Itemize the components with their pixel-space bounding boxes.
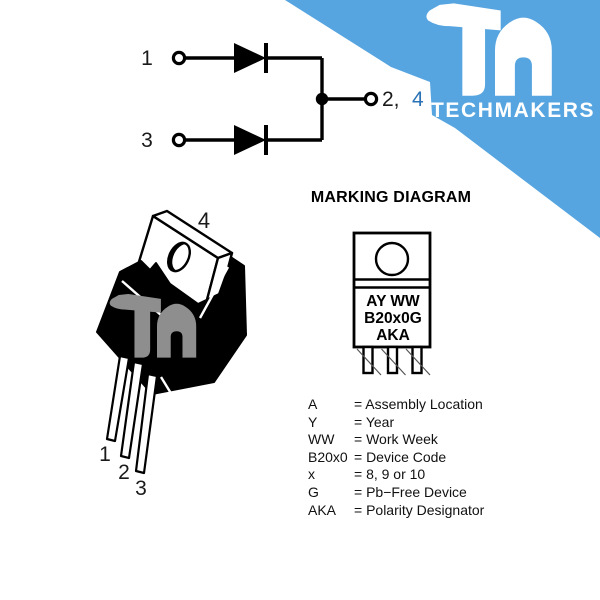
legend-symbol: WW bbox=[308, 431, 335, 448]
terminal-pin3 bbox=[171, 132, 187, 148]
common-pin4-label: 4 bbox=[412, 88, 424, 111]
legend-value: = Work Week bbox=[354, 431, 438, 448]
legend-row: A = Assembly Location bbox=[308, 396, 538, 414]
legend-value: = Polarity Designator bbox=[354, 501, 485, 518]
legend-value: = Device Code bbox=[354, 448, 447, 465]
legend-symbol: B20x0 bbox=[308, 448, 348, 465]
marking-line-2: B20x0G bbox=[364, 310, 422, 327]
marking-legend: A = Assembly Location Y = Year WW = Work We… bbox=[308, 396, 538, 519]
legend-symbol: G bbox=[308, 483, 319, 500]
legend-symbol: A bbox=[308, 396, 318, 412]
legend-value: = Pb−Free Device bbox=[354, 483, 467, 500]
marking-diagram-title: MARKING DIAGRAM bbox=[310, 189, 472, 206]
terminal-common bbox=[363, 91, 379, 107]
lead3-label: 3 bbox=[135, 477, 147, 500]
terminal-pin1 bbox=[171, 50, 187, 66]
legend-symbol: Y bbox=[308, 413, 318, 430]
lead-1 bbox=[105, 354, 131, 443]
banner-triangle bbox=[285, 0, 600, 238]
lead-3 bbox=[134, 372, 159, 475]
lead-hatch-marks bbox=[356, 348, 431, 376]
pin1-label: 1 bbox=[141, 47, 153, 70]
front-lead-1 bbox=[362, 345, 374, 375]
marking-line-1: AY WW bbox=[366, 293, 420, 310]
brand-name: TECHMAKERS bbox=[431, 99, 595, 122]
legend-symbol: x bbox=[308, 466, 315, 483]
legend-row: Y = Year bbox=[308, 414, 538, 432]
pin3-label: 3 bbox=[141, 129, 153, 152]
legend-row: WW = Work Week bbox=[308, 431, 538, 449]
junction-dot bbox=[315, 92, 329, 106]
legend-value: = 8, 9 or 10 bbox=[354, 466, 426, 483]
lead-2 bbox=[119, 360, 145, 460]
legend-value: = Assembly Location bbox=[354, 396, 483, 412]
legend-symbol: AKA bbox=[308, 501, 337, 518]
legend-row: G = Pb−Free Device bbox=[308, 484, 538, 502]
front-lead-3 bbox=[411, 345, 423, 375]
mounting-hole bbox=[167, 241, 193, 273]
tab-hole bbox=[374, 241, 410, 277]
legend-row: x = 8, 9 or 10 bbox=[308, 466, 538, 484]
marking-line-3: AKA bbox=[376, 327, 410, 344]
legend-row: AKA = Polarity Designator bbox=[308, 502, 538, 520]
tab-pin4-label: 4 bbox=[198, 208, 210, 233]
diode1-anode-triangle bbox=[234, 43, 266, 73]
circuit-schematic: 1 3 2, 4 bbox=[141, 43, 424, 155]
common-pins-label: 2, bbox=[382, 88, 400, 111]
brand-banner: TECHMAKERS bbox=[285, 0, 600, 238]
diode2-anode-triangle bbox=[234, 125, 266, 155]
package-3d-drawing: 4 1 2 3 bbox=[96, 208, 247, 500]
lead2-label: 2 bbox=[118, 461, 130, 484]
lead1-label: 1 bbox=[99, 443, 111, 466]
marking-package-front: AY WW B20x0G AKA bbox=[352, 231, 432, 376]
legend-value: = Year bbox=[354, 413, 395, 430]
front-lead-2 bbox=[386, 345, 399, 375]
legend-row: B20x0 = Device Code bbox=[308, 449, 538, 467]
